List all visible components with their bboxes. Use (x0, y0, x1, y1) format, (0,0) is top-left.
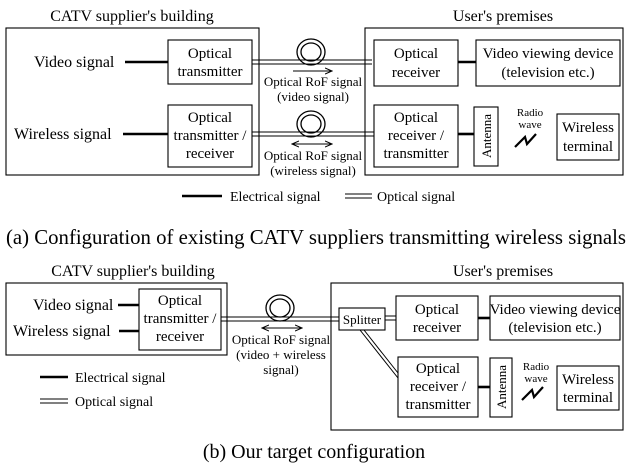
radio-wave-label: Radio (517, 107, 544, 119)
wireless-terminal-box-a (556, 113, 620, 161)
video-device-box-a (475, 39, 621, 87)
wireless-terminal-label: Wireless (562, 120, 614, 136)
rof-video-label: Optical RoF signal (264, 74, 363, 89)
optical-receiver-label: receiver (413, 320, 461, 336)
rof-combined-label: signal) (263, 362, 298, 377)
rof-combined-label: Optical RoF signal (232, 332, 331, 347)
optical-transceiver-box-b (138, 288, 222, 351)
fiber-coil-icon (296, 110, 326, 138)
wireless-terminal-label: terminal (563, 390, 613, 406)
legend-electrical-label: Electrical signal (75, 371, 166, 386)
optical-receiver-transmitter-label: transmitter (384, 146, 449, 162)
user-premises-frame-b (330, 282, 624, 431)
fiber-coil-icon (265, 294, 295, 322)
optical-transceiver-label: transmitter / (144, 311, 218, 327)
optical-receiver-transmitter-label: Optical (416, 361, 460, 377)
supplier-title-a: CATV supplier's building (50, 8, 213, 25)
legend-optical-label: Optical signal (377, 190, 455, 205)
part-a-diagram: CATV supplier's building User's premises… (5, 8, 626, 249)
splitter-box (338, 307, 386, 331)
user-title-a: User's premises (453, 8, 553, 25)
optical-transmitter-label: Optical (188, 46, 232, 62)
optical-transceiver-label: transmitter / (174, 128, 248, 144)
antenna-box-b (489, 357, 513, 418)
optical-receiver-box-a (373, 39, 459, 87)
supplier-building-frame-b (5, 282, 228, 356)
rof-wireless-label: Optical RoF signal (264, 148, 363, 163)
optical-receiver-label: Optical (415, 302, 459, 318)
optical-transceiver-label: receiver (186, 146, 234, 162)
optical-fiber-line (363, 329, 399, 374)
user-title-b: User's premises (453, 263, 553, 280)
video-signal-label-a: Video signal (34, 54, 115, 71)
optical-transmitter-label: transmitter (178, 64, 243, 80)
radio-wave-label: wave (524, 373, 547, 385)
optical-fiber-line (359, 329, 399, 379)
caption-b: (b) Our target configuration (203, 441, 425, 463)
radio-wave-label: Radio (523, 361, 550, 373)
caption-a: (a) Configuration of existing CATV suppl… (6, 225, 626, 249)
legend-optical-label: Optical signal (75, 395, 153, 410)
part-b-diagram: CATV supplier's building User's premises… (5, 263, 624, 463)
optical-receiver-box-b (395, 295, 479, 341)
video-signal-label-b: Video signal (33, 297, 114, 314)
optical-receiver-label: Optical (394, 46, 438, 62)
antenna-label: Antenna (479, 114, 494, 158)
supplier-building-frame-a (5, 27, 260, 176)
legend-electrical-label: Electrical signal (230, 190, 321, 205)
video-device-label: Video viewing device (483, 46, 614, 62)
antenna-label: Antenna (494, 365, 509, 409)
optical-transmitter-box-a (167, 39, 253, 85)
video-device-box-b (489, 295, 621, 341)
optical-receiver-transmitter-label: receiver / (388, 128, 445, 144)
video-device-label: (television etc.) (501, 65, 594, 81)
optical-transceiver-label: receiver (156, 329, 204, 345)
rof-video-label: (video signal) (277, 89, 349, 104)
optical-receiver-label: receiver (392, 65, 440, 81)
optical-receiver-transmitter-label: receiver / (410, 379, 467, 395)
rof-wireless-label: (wireless signal) (270, 163, 356, 178)
wireless-terminal-label: Wireless (562, 372, 614, 388)
radio-wave-icon (514, 133, 537, 148)
antenna-box-a (473, 106, 499, 167)
optical-receiver-transmitter-box-b (397, 356, 479, 418)
wireless-signal-label-a: Wireless signal (14, 126, 112, 143)
video-device-label: Video viewing device (490, 302, 621, 318)
radio-wave-label: wave (518, 119, 541, 131)
optical-receiver-transmitter-label: transmitter (406, 397, 471, 413)
optical-transceiver-label: Optical (188, 110, 232, 126)
wireless-signal-label-b: Wireless signal (13, 323, 111, 340)
splitter-label: Splitter (343, 312, 382, 327)
fiber-coil-icon (296, 38, 326, 66)
rof-combined-label: (video + wireless (236, 347, 326, 362)
wireless-terminal-label: terminal (563, 139, 613, 155)
supplier-title-b: CATV supplier's building (51, 263, 214, 280)
optical-receiver-transmitter-label: Optical (394, 110, 438, 126)
video-device-label: (television etc.) (508, 320, 601, 336)
optical-transceiver-label: Optical (158, 293, 202, 309)
optical-receiver-transmitter-box-a (373, 104, 459, 168)
user-premises-frame-a (364, 27, 624, 176)
wireless-terminal-box-b (556, 365, 620, 411)
radio-wave-icon (521, 386, 544, 401)
